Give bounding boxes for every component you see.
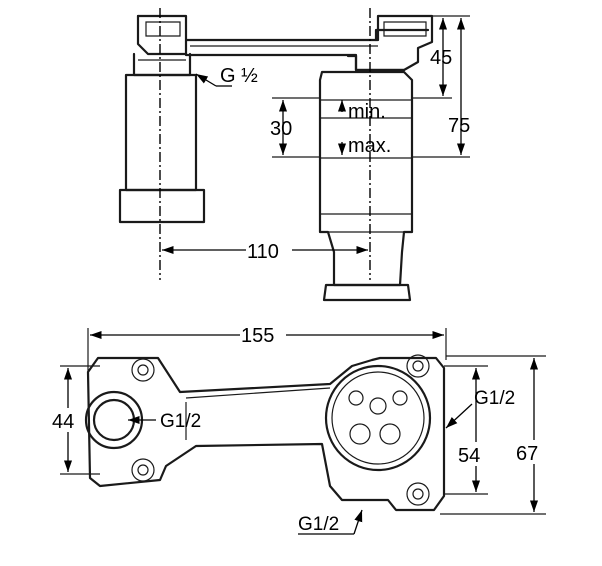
mount-hole-bottom-right: [406, 482, 430, 506]
min-label: min.: [348, 101, 386, 123]
plan-body-outline: [86, 356, 446, 512]
dim-45-label: 45: [430, 47, 452, 69]
plan-view: 155 44 G1/2 G1/2 54 67 G1/2: [50, 320, 548, 535]
dim-67-label: 67: [516, 443, 538, 465]
side-view: G ½ 45 75 30 min. max. 110: [118, 8, 470, 302]
inlet-label: G1/2: [160, 411, 201, 432]
dim-30-label: 30: [270, 118, 292, 140]
thread-label: G ½: [220, 65, 258, 87]
dim-44-label: 44: [52, 411, 74, 433]
outlet-label: G1/2: [474, 388, 515, 409]
dim-155-label: 155: [241, 325, 274, 347]
dim-75-label: 75: [448, 115, 470, 137]
left-pipe: [118, 52, 206, 224]
mount-hole-top-right: [406, 354, 430, 378]
bottom-label: G1/2: [298, 514, 339, 535]
outlet-leader: [445, 403, 473, 429]
mount-hole-top-left: [131, 358, 155, 382]
dim-54-label: 54: [458, 445, 480, 467]
dim-110-label: 110: [247, 241, 279, 263]
spout-arm: [136, 14, 434, 72]
thread-leader: [195, 73, 217, 87]
mount-hole-bottom-left: [131, 458, 155, 482]
bottom-leader: [353, 509, 363, 535]
valve-chamber: [324, 364, 432, 472]
max-label: max.: [348, 135, 391, 157]
right-body: [318, 70, 414, 302]
